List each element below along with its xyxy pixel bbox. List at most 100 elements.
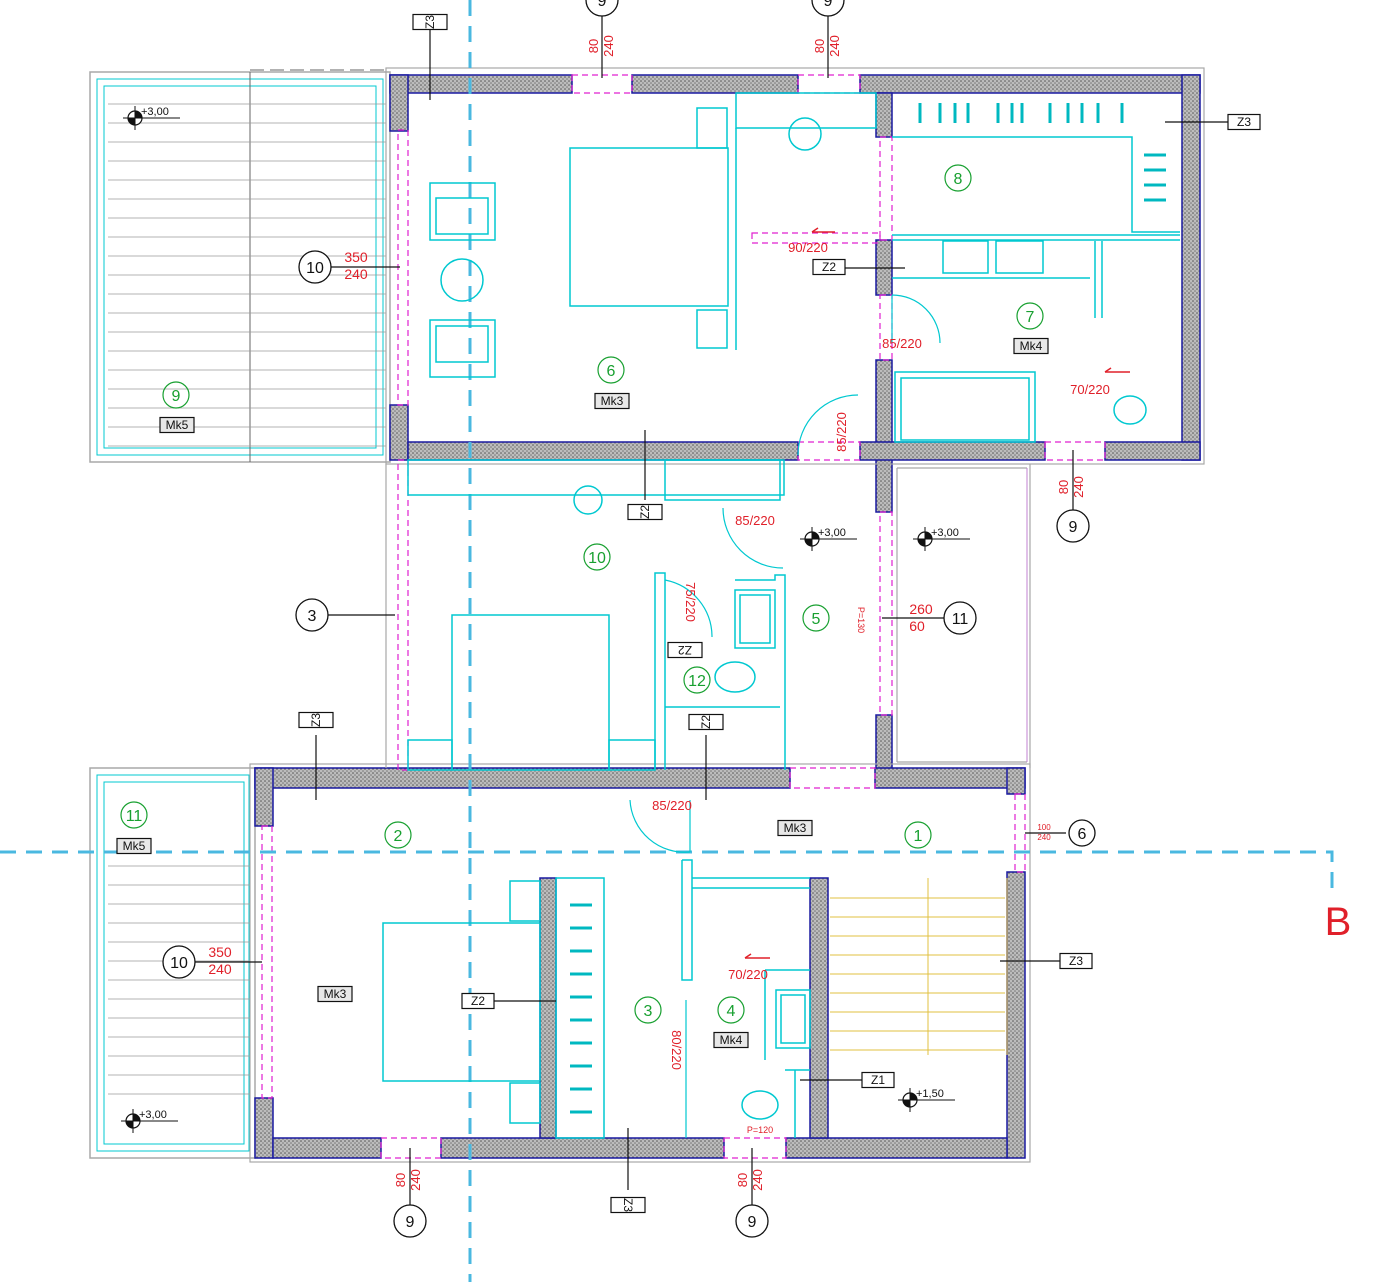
window-tag-num: 11: [952, 611, 969, 628]
tag-z3: Z3: [298, 711, 334, 729]
window-tag-num: 10: [306, 260, 324, 277]
level-marker: +3,00: [121, 1109, 178, 1133]
window-top2-height: 240: [827, 35, 842, 57]
window-tag-num: 9: [748, 1214, 757, 1231]
slide-arrow-head: [744, 953, 752, 959]
room-number: 6: [597, 356, 625, 384]
window-tag: 9: [585, 0, 619, 17]
door-label-70-220: 70/220: [1070, 382, 1110, 397]
tag-z2-text: Z2: [678, 643, 692, 657]
window-balc-height: 60: [909, 618, 925, 634]
window-top2-width: 80: [812, 39, 827, 53]
level-marker-text: +3,00: [139, 1109, 167, 1121]
parapet-120: P=120: [747, 1125, 773, 1135]
room-number: 4: [717, 996, 745, 1024]
window-tag-num: 10: [170, 955, 188, 972]
slide-arrow-head: [811, 227, 819, 233]
tag-z2: Z2: [812, 258, 846, 276]
window-bot2-height: 240: [750, 1169, 765, 1191]
room-number: 7: [1016, 302, 1044, 330]
tag-mk3-text: Mk3: [601, 394, 624, 408]
tag-z3: Z3: [412, 13, 448, 31]
tag-z2: Z2: [688, 713, 724, 731]
door-label-75-220: 75/220: [683, 582, 698, 622]
window-terr2-height: 240: [208, 961, 232, 977]
tag-mk4: Mk4: [713, 1031, 749, 1049]
room-number-text: 9: [172, 388, 181, 405]
room-number-text: 10: [588, 550, 606, 567]
tag-z3: Z3: [1059, 952, 1093, 970]
tag-z1-text: Z1: [871, 1073, 885, 1087]
tag-mk5-text: Mk5: [166, 418, 189, 432]
axis-lines: [0, 0, 1334, 1282]
slide-arrow-head: [1104, 367, 1112, 373]
tag-mk3: Mk3: [317, 985, 353, 1003]
window-right-width: 80: [1056, 480, 1071, 494]
level-marker-text: +1,50: [916, 1088, 944, 1100]
window-stair-width: 100: [1037, 823, 1051, 832]
window-tag: 10: [162, 945, 196, 979]
tag-z3-text: Z3: [1069, 954, 1083, 968]
tag-mk5: Mk5: [159, 416, 195, 434]
level-marker: +3,00: [800, 527, 857, 551]
window-tag-num: 3: [308, 608, 317, 625]
level-marker: +1,50: [898, 1088, 955, 1112]
room-number: 10: [583, 543, 611, 571]
room-number-text: 8: [954, 171, 963, 188]
level-marker-text: +3,00: [141, 106, 169, 118]
window-stair-height: 240: [1037, 833, 1051, 842]
tag-z3-text: Z3: [423, 15, 437, 29]
window-bot2-width: 80: [735, 1173, 750, 1187]
door-label-80-220: 80/220: [669, 1030, 684, 1070]
tag-z2-text: Z2: [638, 505, 652, 519]
room-number-text: 3: [644, 1003, 653, 1020]
window-tag: 9: [393, 1204, 427, 1238]
room-number: 8: [944, 164, 972, 192]
tag-z1: Z1: [861, 1071, 895, 1089]
room-number-text: 1: [914, 828, 923, 845]
room-number-text: 6: [607, 363, 616, 380]
level-marker-text: +3,00: [931, 527, 959, 539]
furniture: [382, 92, 1180, 1139]
window-terr1-width: 350: [344, 249, 368, 265]
window-tag-num: 9: [598, 0, 607, 10]
window-top1-width: 80: [586, 39, 601, 53]
tag-mk4-text: Mk4: [720, 1033, 743, 1047]
tag-z2: Z2: [627, 503, 663, 521]
section-letter: B: [1325, 900, 1352, 944]
window-tag-num: 9: [1069, 519, 1078, 536]
door-label-90-220: 90/220: [788, 240, 828, 255]
tag-z2: Z2: [667, 641, 703, 659]
room-number: 9: [162, 381, 190, 409]
level-marker: +3,00: [913, 527, 970, 551]
room-number-text: 7: [1026, 309, 1035, 326]
tag-mk4: Mk4: [1013, 337, 1049, 355]
level-marker: +3,00: [123, 106, 180, 130]
window-tag-num: 9: [824, 0, 833, 10]
window-tag: 11: [943, 601, 977, 635]
room-number-text: 4: [727, 1003, 736, 1020]
tag-mk4-text: Mk4: [1020, 339, 1043, 353]
terrace-top: [89, 69, 391, 463]
tag-z2: Z2: [461, 992, 495, 1010]
window-tag: 10: [298, 250, 332, 284]
parapet-130: P=130: [856, 607, 866, 633]
tag-mk5: Mk5: [116, 837, 152, 855]
door-label-70-220: 70/220: [728, 967, 768, 982]
window-tag: 9: [735, 1204, 769, 1238]
window-tag: 6: [1068, 819, 1096, 847]
room-number: 3: [634, 996, 662, 1024]
window-tag: 9: [811, 0, 845, 17]
door-label-85-220: 85/220: [882, 336, 922, 351]
door-label-85-220: 85/220: [834, 412, 849, 452]
tag-z2-text: Z2: [822, 260, 836, 274]
room-number-text: 2: [394, 828, 403, 845]
tag-z3-text: Z3: [621, 1198, 635, 1212]
room-number-text: 11: [126, 808, 143, 825]
room-number: 2: [384, 821, 412, 849]
tag-z2-text: Z2: [471, 994, 485, 1008]
tag-z3: Z3: [610, 1196, 646, 1214]
window-bot1-width: 80: [393, 1173, 408, 1187]
